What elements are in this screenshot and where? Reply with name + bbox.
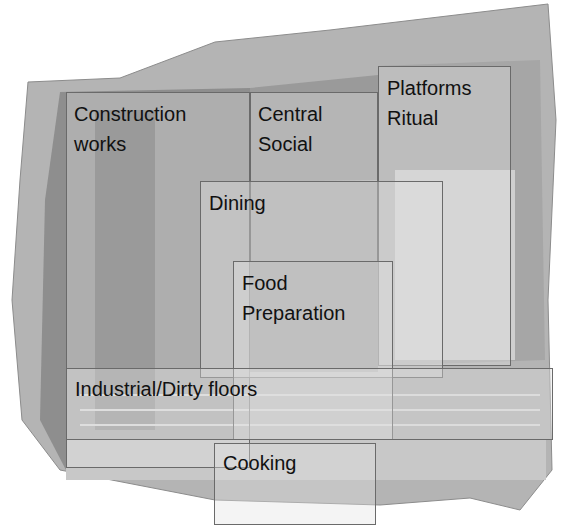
activity-zone: Industrial/Dirty floors — [66, 368, 553, 440]
room-outline — [12, 4, 556, 510]
zone-label: Food Preparation — [242, 268, 387, 328]
zone-label: Cooking — [223, 448, 368, 478]
zone-label: Central Social — [258, 99, 368, 159]
zone-label: Platforms Ritual — [387, 73, 502, 133]
zone-label: Industrial/Dirty floors — [75, 374, 535, 404]
activity-zone: Cooking — [214, 443, 376, 525]
zone-label: Construction works — [74, 99, 234, 159]
zone-label: Dining — [209, 188, 429, 218]
